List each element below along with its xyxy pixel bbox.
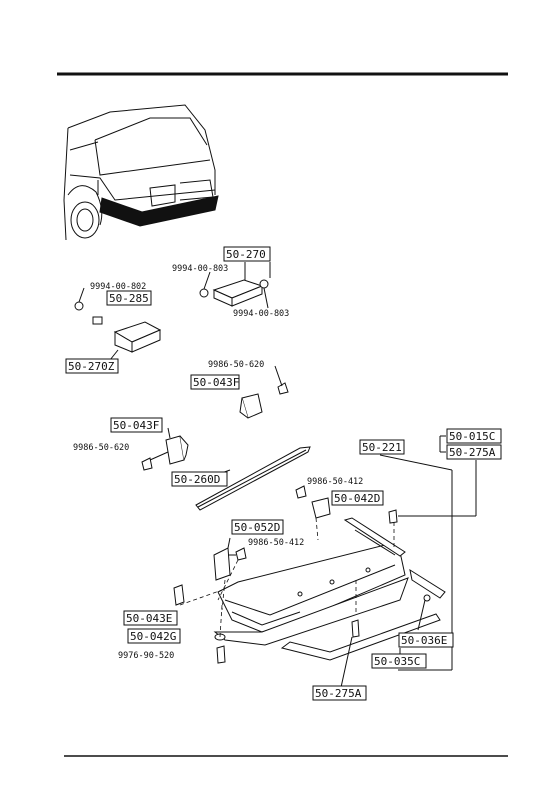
moulding-strip <box>195 446 311 511</box>
label-9994-00-803-left: 9994-00-803 <box>172 264 228 274</box>
bracket-50-043f-upper <box>239 365 289 419</box>
label-50-260d: 50-260D <box>174 473 220 486</box>
label-9994-00-802: 9994-00-802 <box>90 282 146 292</box>
rear-bumper-assembly <box>213 517 446 661</box>
label-9976-90-520: 9976-90-520 <box>118 651 174 661</box>
label-50-275a-upper: 50-275A <box>449 446 496 459</box>
label-50-035c: 50-035C <box>374 655 420 668</box>
label-50-015c: 50-015C <box>449 430 495 443</box>
label-9986-50-412-upper: 9986-50-412 <box>307 477 363 487</box>
label-50-270: 50-270 <box>226 248 266 261</box>
bracket-50-043f-left <box>141 435 189 471</box>
label-9986-50-412-lower: 9986-50-412 <box>248 538 304 548</box>
label-50-043f-upper: 50-043F <box>193 376 239 389</box>
car-rear-illustration <box>63 104 219 241</box>
label-9994-00-803-right: 9994-00-803 <box>233 309 289 319</box>
bracket-50-270z <box>109 321 162 361</box>
label-9986-50-620-left: 9986-50-620 <box>73 443 129 453</box>
nut-clip <box>74 287 103 325</box>
label-9986-50-620-upper: 9986-50-620 <box>208 360 264 370</box>
label-50-043e: 50-043E <box>126 612 172 625</box>
bracket-50-052d <box>213 547 247 581</box>
label-50-043f-left: 50-043F <box>113 419 159 432</box>
label-50-270z: 50-270Z <box>68 360 115 373</box>
label-50-042d: 50-042D <box>334 492 380 505</box>
label-50-275a-lower: 50-275A <box>315 687 362 700</box>
label-50-042g: 50-042G <box>130 630 176 643</box>
label-50-052d: 50-052D <box>234 521 280 534</box>
bracket-50-270 <box>199 262 269 307</box>
label-50-036e: 50-036E <box>401 634 447 647</box>
clip-50-042d <box>295 485 331 519</box>
label-50-285: 50-285 <box>109 292 149 305</box>
label-50-221: 50-221 <box>362 441 402 454</box>
dashed-alignment-lines <box>179 517 395 638</box>
label-boxes <box>65 246 502 701</box>
